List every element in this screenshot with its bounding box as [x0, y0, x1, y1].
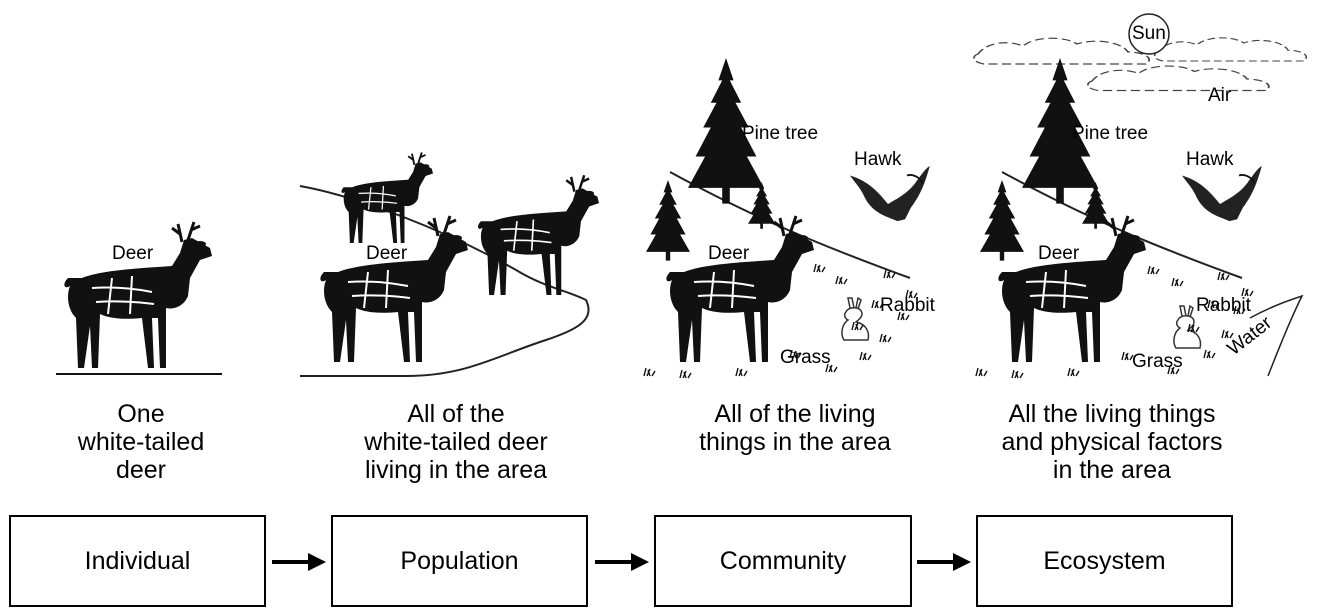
population-illustration [299, 151, 601, 377]
pine-tree-icon [980, 180, 1024, 261]
sun-icon [1128, 13, 1170, 55]
community-description: All of the living things in the area [699, 400, 891, 456]
rabbit-icon [841, 297, 870, 341]
deer-label: Deer [708, 243, 750, 264]
community-illustration [643, 58, 931, 379]
population-panel: Deer [296, 0, 616, 385]
arrow-right-icon [595, 553, 649, 571]
cloud-icon [1153, 37, 1308, 62]
pine-tree-icon [646, 180, 690, 261]
individual-description: One white-tailed deer [77, 400, 205, 484]
ecosystem-box: Ecosystem [976, 515, 1233, 607]
cloud-icon [973, 37, 1151, 65]
arrow-right-icon [917, 553, 971, 571]
water-edge [1249, 294, 1304, 377]
deer-icon [664, 214, 816, 364]
population-box: Population [331, 515, 588, 607]
sun-label: Sun [1132, 23, 1166, 44]
population-description: All of the white-tailed deer living in t… [364, 400, 548, 484]
pine-tree-icon [1082, 182, 1110, 229]
grass-label: Grass [780, 347, 831, 368]
rabbit-label: Rabbit [880, 295, 935, 316]
community-panel: Pine tree Hawk Deer Rabbit Grass [640, 0, 960, 385]
hawk-icon [1181, 165, 1263, 223]
ecosystem-description: All the living things and physical facto… [1001, 400, 1223, 484]
ecosystem-panel: Sun Air Pine tree Hawk Deer Rabbit Grass… [972, 0, 1327, 385]
deer-label: Deer [366, 243, 408, 264]
cloud-icon [1086, 65, 1270, 92]
air-label: Air [1208, 85, 1232, 106]
pine-tree-label: Pine tree [742, 123, 819, 144]
community-box: Community [654, 515, 912, 607]
deer-icon [476, 174, 601, 297]
hawk-icon [849, 165, 931, 223]
arrow-right-icon [272, 553, 326, 571]
pine-tree-icon [748, 182, 776, 229]
deer-icon [340, 151, 434, 244]
deer-label: Deer [1038, 243, 1080, 264]
pine-tree-label: Pine tree [1072, 123, 1149, 144]
individual-box: Individual [9, 515, 266, 607]
hawk-label: Hawk [854, 149, 902, 170]
individual-illustration [56, 220, 222, 375]
deer-icon [996, 214, 1148, 364]
hawk-label: Hawk [1186, 149, 1234, 170]
individual-panel: Deer [0, 0, 320, 385]
rabbit-label: Rabbit [1196, 295, 1251, 316]
grass-label: Grass [1132, 351, 1183, 372]
ecosystem-illustration [973, 13, 1308, 379]
deer-label: Deer [112, 243, 154, 264]
